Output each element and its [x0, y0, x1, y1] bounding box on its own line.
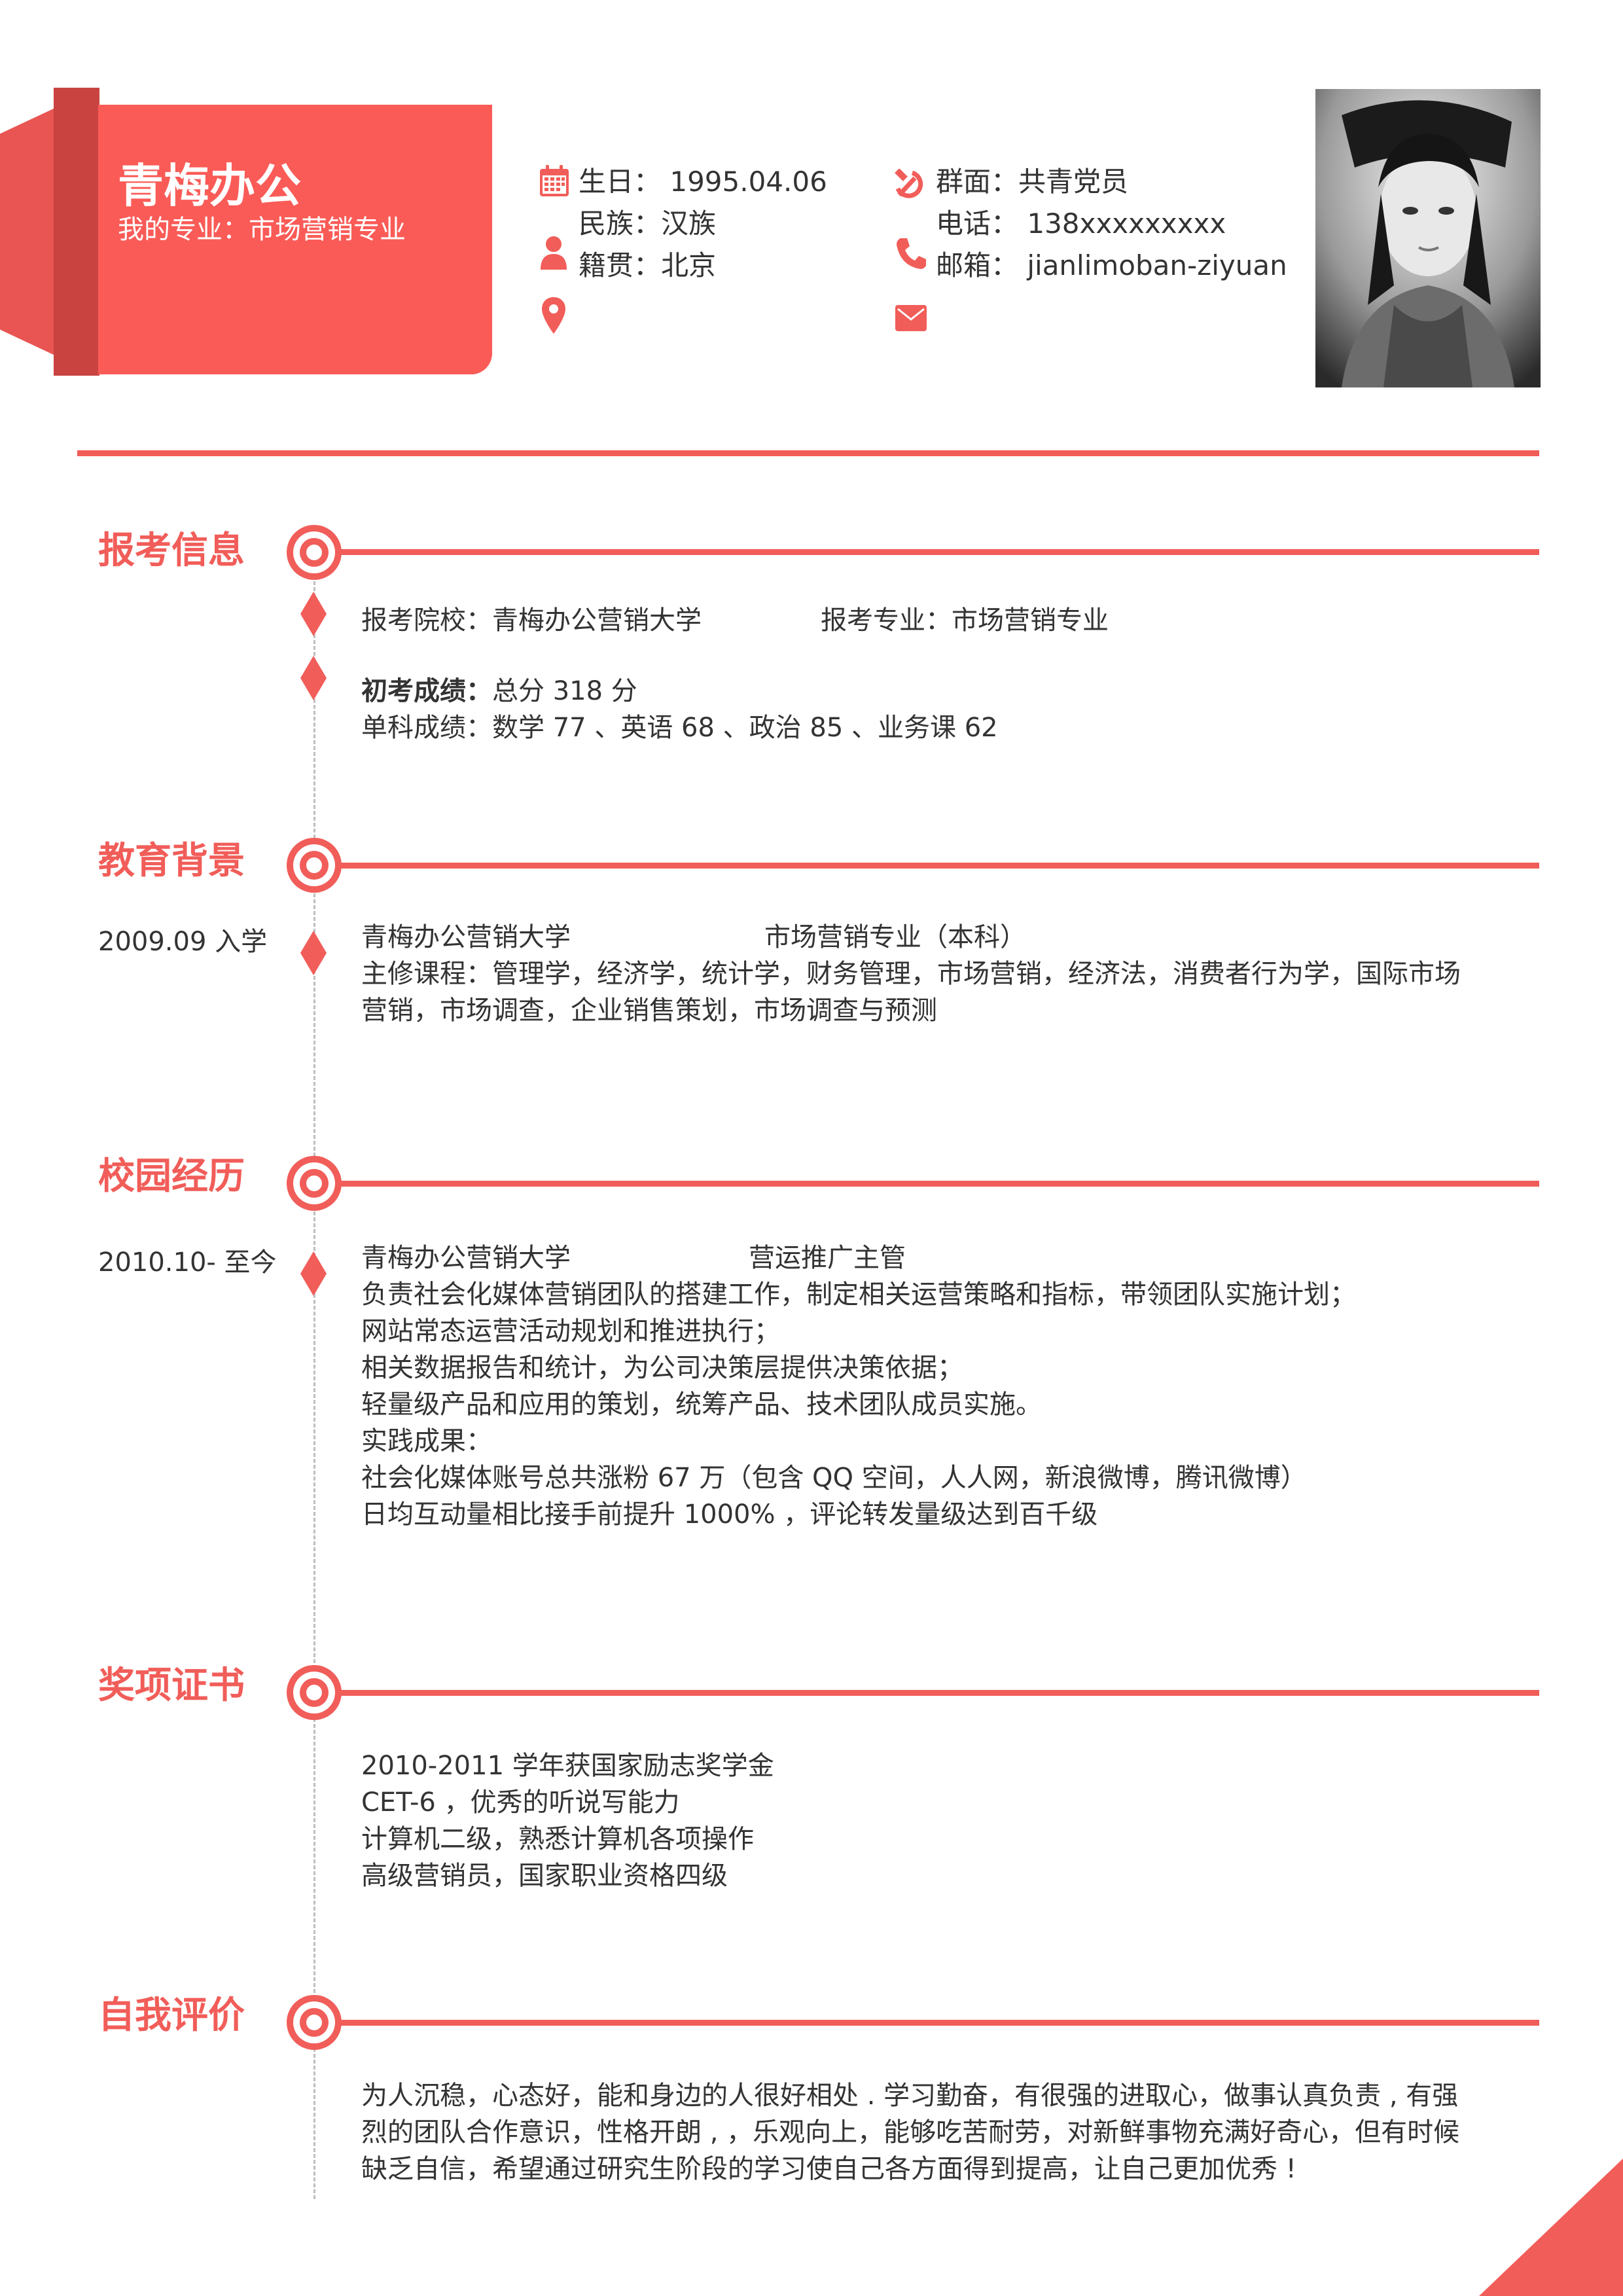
education-courses-line-1: 主修课程：管理学，经济学，统计学，财务管理，市场营销，经济法，消费者行为学，国际…	[361, 959, 1461, 989]
exam-score: 初考成绩：总分 318 分	[361, 673, 637, 709]
section-line-campus	[340, 1181, 1539, 1187]
campus-line: 相关数据报告和统计，为公司决策层提供决策依据；	[361, 1353, 963, 1383]
section-title-education: 教育背景	[98, 840, 245, 882]
education-school: 青梅办公营销大学	[361, 922, 571, 952]
section-target-icon	[287, 1665, 342, 1720]
corner-decoration	[1479, 2159, 1623, 2296]
timeline-diamond	[300, 931, 327, 975]
mail-icon	[895, 305, 927, 331]
origin-field: 籍贯：北京	[579, 249, 717, 281]
campus-school: 青梅办公营销大学	[361, 1243, 571, 1273]
exam-score-label: 初考成绩：	[361, 676, 492, 706]
award-item: 计算机二级，熟悉计算机各项操作	[361, 1824, 754, 1854]
hammer-sickle-icon	[895, 169, 923, 198]
email-field: 邮箱： jianlimoban-ziyuan	[936, 249, 1287, 281]
section-line-self	[340, 2020, 1539, 2026]
section-title-exam: 报考信息	[98, 529, 245, 572]
campus-line: 负责社会化媒体营销团队的搭建工作，制定相关运营策略和指标，带领团队实施计划；	[361, 1280, 1356, 1310]
header-ribbon	[98, 105, 492, 374]
section-target-icon	[287, 1995, 342, 2050]
self-evaluation-line: 为人沉稳，心态好，能和身边的人很好相处 . 学习勤奋，有很强的进取心，做事认真负…	[361, 2081, 1459, 2111]
profile-photo	[1315, 89, 1541, 387]
timeline-diamond	[300, 656, 327, 700]
political-field: 群面：共青党员	[936, 166, 1129, 198]
candidate-major: 我的专业：市场营销专业	[118, 215, 406, 245]
ethnicity-field: 民族：汉族	[579, 207, 717, 240]
phone-field: 电话： 138xxxxxxxxx	[936, 207, 1226, 240]
section-title-awards: 奖项证书	[98, 1664, 245, 1707]
award-item: CET-6 ，优秀的听说写能力	[361, 1787, 680, 1818]
campus-date: 2010.10- 至今	[98, 1247, 277, 1278]
exam-subjects: 单科成绩：数学 77 、英语 68 、政治 85 、业务课 62	[361, 713, 998, 743]
campus-line: 社会化媒体账号总共涨粉 67 万（包含 QQ 空间，人人网，新浪微博，腾讯微博）	[361, 1463, 1307, 1493]
section-line-awards	[340, 1690, 1539, 1696]
portrait-image	[1315, 89, 1541, 387]
header-ribbon-fold	[54, 88, 99, 376]
birthday-field: 生日： 1995.04.06	[579, 166, 827, 198]
location-pin-icon	[542, 297, 565, 334]
calendar-icon	[540, 165, 569, 196]
exam-school: 报考院校：青梅办公营销大学	[361, 605, 702, 636]
campus-line: 网站常态运营活动规划和推进执行；	[361, 1316, 780, 1346]
section-target-icon	[287, 1156, 342, 1211]
candidate-name: 青梅办公	[118, 159, 301, 213]
self-evaluation-line: 缺乏自信，希望通过研究生阶段的学习使自己各方面得到提高，让自己更加优秀 !	[361, 2154, 1296, 2184]
section-title-campus: 校园经历	[98, 1155, 245, 1198]
campus-line: 日均互动量相比接手前提升 1000% ，评论转发量级达到百千级	[361, 1499, 1098, 1530]
education-courses-line-2: 营销，市场调查，企业销售策划，市场调查与预测	[361, 996, 937, 1026]
timeline-axis	[313, 569, 315, 2199]
phone-icon	[897, 238, 926, 269]
education-date: 2009.09 入学	[98, 927, 268, 957]
education-major: 市场营销专业（本科）	[764, 922, 1026, 952]
section-target-icon	[287, 525, 342, 580]
section-line-exam	[340, 549, 1539, 555]
section-title-self: 自我评价	[98, 1994, 245, 2037]
self-evaluation-line: 烈的团队合作意识，性格开朗 , ，乐观向上，能够吃苦耐劳，对新鲜事物充满好奇心，…	[361, 2117, 1460, 2147]
section-target-icon	[287, 838, 342, 893]
campus-role: 营运推广主管	[749, 1243, 906, 1273]
timeline-diamond	[300, 592, 327, 636]
timeline-diamond	[300, 1251, 327, 1296]
user-icon	[541, 236, 567, 270]
award-item: 高级营销员，国家职业资格四级	[361, 1861, 728, 1891]
exam-score-value: 总分 318 分	[492, 676, 637, 706]
campus-line: 实践成果：	[361, 1426, 492, 1456]
header-divider	[77, 450, 1539, 456]
campus-line: 轻量级产品和应用的策划，统筹产品、技术团队成员实施。	[361, 1390, 1042, 1420]
award-item: 2010-2011 学年获国家励志奖学金	[361, 1751, 774, 1781]
section-line-education	[340, 863, 1539, 869]
exam-major: 报考专业：市场营销专业	[821, 605, 1109, 636]
